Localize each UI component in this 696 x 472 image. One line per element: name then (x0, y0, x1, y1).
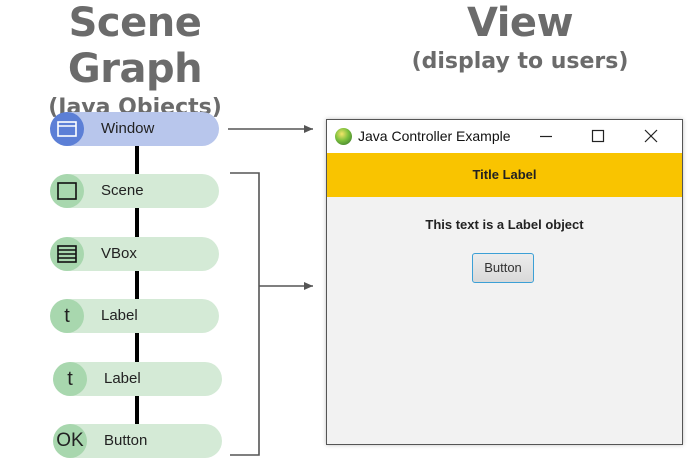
glyph-text: OK (56, 430, 84, 451)
t-glyph-icon: t (53, 362, 87, 396)
node-label-1: t Label (50, 299, 219, 333)
list-icon (50, 237, 84, 271)
view-heading: View (display to users) (370, 0, 670, 76)
node-label-2: t Label (53, 362, 222, 396)
node-label: Window (101, 120, 155, 137)
scene-graph-title: Scene Graph (67, 0, 203, 92)
node-label: Button (104, 432, 148, 449)
node-scene: Scene (50, 174, 219, 208)
fx-button[interactable]: Button (472, 253, 534, 283)
ok-glyph-icon: OK (53, 424, 87, 458)
node-label: Label (101, 307, 138, 324)
node-vbox: VBox (50, 237, 219, 271)
scene-graph-heading: Scene Graph (Java Objects) (0, 0, 270, 122)
t-glyph-icon: t (50, 299, 84, 333)
maximize-icon[interactable] (578, 120, 618, 153)
node-button: OK Button (53, 424, 222, 458)
graph-connector-line (135, 140, 139, 430)
view-subtitle: (display to users) (411, 49, 629, 74)
scene-bracket (230, 172, 260, 456)
view-title: View (466, 0, 574, 46)
glyph-text: t (64, 304, 70, 327)
minimize-icon[interactable] (526, 120, 566, 153)
window-icon (50, 112, 84, 146)
app-icon (335, 128, 352, 145)
text-label: This text is a Label object (425, 217, 584, 232)
close-icon[interactable] (631, 120, 671, 153)
glyph-text: t (67, 367, 73, 390)
window-title: Java Controller Example (358, 128, 511, 144)
node-label: VBox (101, 245, 137, 262)
title-label: Title Label (327, 153, 682, 197)
app-window: Java Controller Example Title Label This… (326, 119, 683, 445)
title-bar[interactable]: Java Controller Example (327, 120, 682, 154)
node-label: Label (104, 370, 141, 387)
square-icon (50, 174, 84, 208)
node-label: Scene (101, 182, 144, 199)
node-window: Window (50, 112, 219, 146)
